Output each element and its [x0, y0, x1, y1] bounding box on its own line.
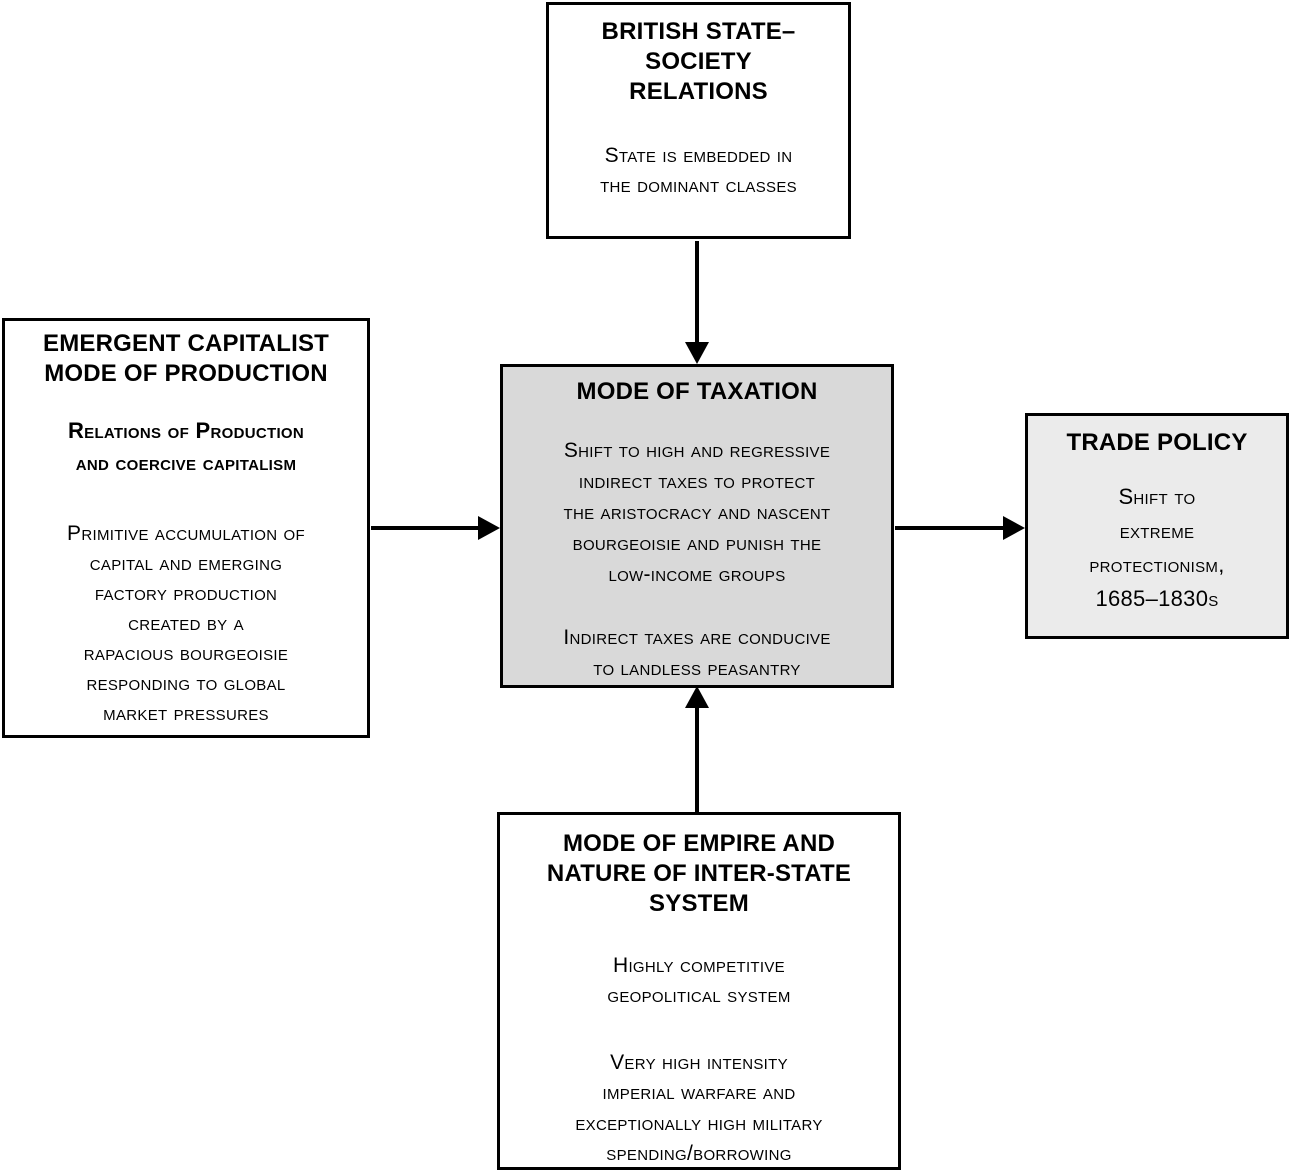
box-title: MODE OF EMPIRE AND NATURE OF INTER-STATE…	[546, 830, 852, 917]
arrow-state-society-to-taxation-line	[695, 241, 699, 344]
box-title: EMERGENT CAPITALIST MODE OF PRODUCTION	[42, 330, 330, 387]
arrow-down-icon	[685, 342, 709, 364]
box-body-paragraph-1: Shift to high and regressive indirect ta…	[563, 439, 831, 587]
box-trade-policy: TRADE POLICY Shift to extreme protection…	[1025, 413, 1289, 639]
box-mode-of-empire-and-inter-state-system: MODE OF EMPIRE AND NATURE OF INTER-STATE…	[497, 812, 901, 1170]
box-body: State is embedded in the dominant classe…	[600, 144, 797, 198]
box-body-paragraph-1: Highly competitive geopolitical system	[607, 954, 791, 1008]
box-subtitle: Relations of Production and coercive cap…	[67, 418, 305, 475]
box-british-state-society-relations: BRITISH STATE– SOCIETY RELATIONS State i…	[546, 2, 851, 239]
arrow-empire-to-taxation-line	[695, 708, 699, 813]
arrow-right-icon	[478, 516, 500, 540]
box-body: Primitive accumulation of capital and em…	[67, 521, 305, 725]
box-body-paragraph-2: Very high intensity imperial warfare and…	[575, 1050, 823, 1166]
box-title: TRADE POLICY	[1066, 429, 1248, 456]
box-title: MODE OF TAXATION	[576, 378, 818, 405]
box-emergent-capitalist-mode-of-production: EMERGENT CAPITALIST MODE OF PRODUCTION R…	[2, 318, 370, 738]
arrow-taxation-to-trade-policy-line	[895, 526, 1005, 530]
box-body-paragraph-2: Indirect taxes are conducive to landless…	[563, 626, 831, 681]
box-body: Shift to extreme protectionism, 1685–183…	[1089, 484, 1225, 612]
arrow-up-icon	[685, 686, 709, 708]
arrow-right-icon	[1003, 516, 1025, 540]
box-title: BRITISH STATE– SOCIETY RELATIONS	[601, 18, 796, 105]
arrow-capitalist-mode-to-taxation-line	[371, 526, 480, 530]
box-mode-of-taxation: MODE OF TAXATION Shift to high and regre…	[500, 364, 894, 688]
